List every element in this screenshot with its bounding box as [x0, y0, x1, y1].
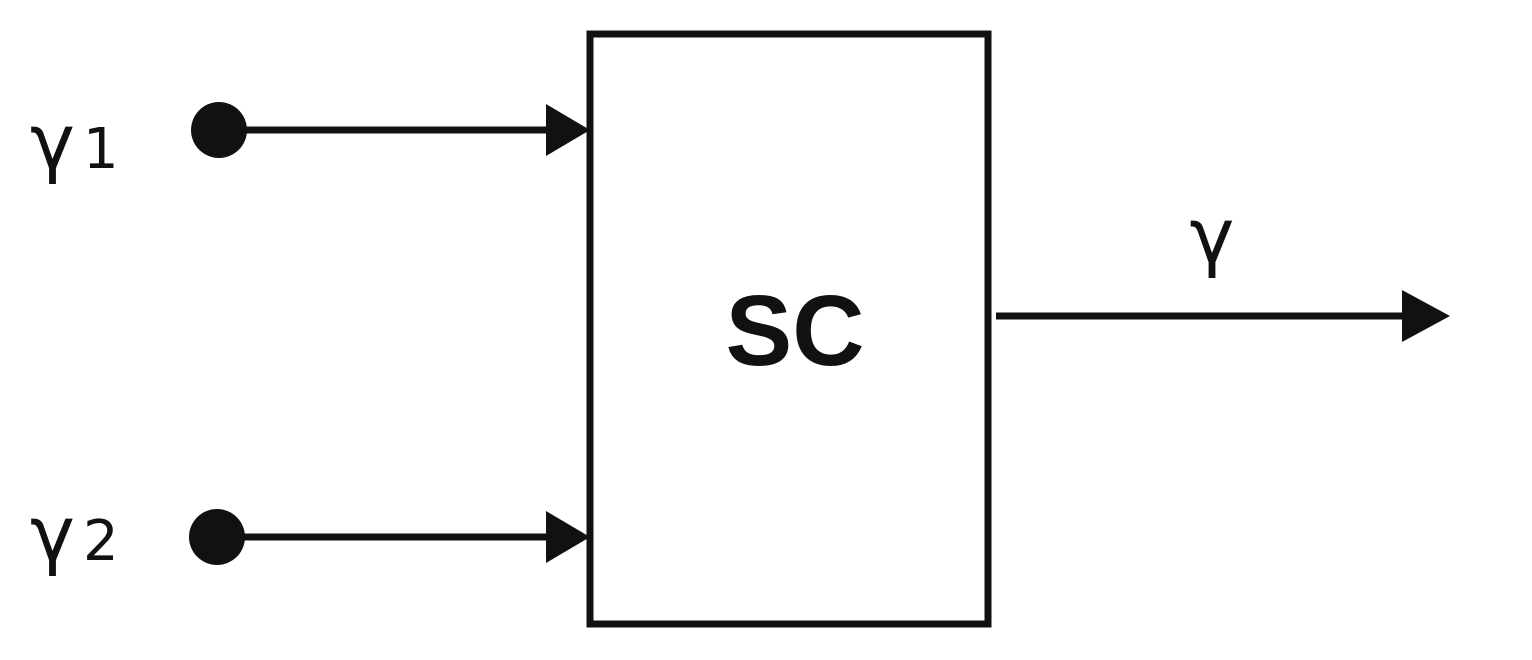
- input-2-symbol: γ: [30, 489, 75, 578]
- input-1-symbol: γ: [30, 97, 75, 186]
- input-2-label: γ 2: [30, 489, 119, 578]
- input-2-subscript: 2: [83, 509, 119, 574]
- sc-block-label: SC: [726, 275, 865, 387]
- output-symbol: γ: [1190, 191, 1235, 280]
- input-1-arrowhead: [546, 104, 590, 156]
- sc-block: [586, 30, 992, 628]
- input-1-subscript: 1: [83, 117, 119, 182]
- output-arrowhead: [1402, 290, 1450, 342]
- input-2-arrowhead: [546, 511, 590, 563]
- input-1-label: γ 1: [30, 97, 119, 186]
